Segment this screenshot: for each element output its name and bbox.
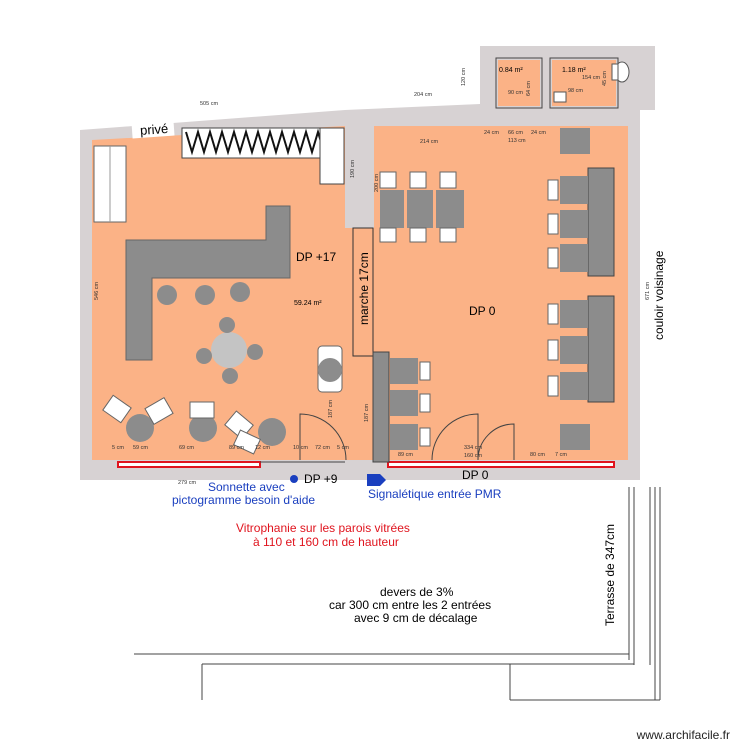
chair-d <box>222 368 238 384</box>
lounge-table-1 <box>126 414 154 442</box>
shelf-tall <box>319 127 345 185</box>
label-sonnette-2: pictogramme besoin d'aide <box>172 493 315 507</box>
label-dp17: DP +17 <box>296 250 336 264</box>
dim-120: 120 cm <box>461 68 467 86</box>
dim-45: 45 cm <box>602 71 608 86</box>
label-area-wc2: 1.18 m² <box>562 67 586 74</box>
left-room-furniture <box>93 127 345 455</box>
label-dp9: DP +9 <box>304 472 338 486</box>
label-couloir: couloir voisinage <box>652 250 666 340</box>
label-dp0-entry: DP 0 <box>462 468 489 482</box>
dim-24a: 24 cm <box>484 130 499 136</box>
label-prive: privé <box>140 121 169 138</box>
doors <box>299 413 515 461</box>
dim-671: 671 cm <box>645 282 651 300</box>
label-vitro-1: Vitrophanie sur les parois vitrées <box>236 521 410 535</box>
stool-2 <box>195 285 215 305</box>
label-devers-2: car 300 cm entre les 2 entrées <box>329 598 491 612</box>
label-area-wc1: 0.84 m² <box>499 67 523 74</box>
dim-279: 279 cm <box>178 480 196 486</box>
banquette-left <box>372 351 390 463</box>
dim-187b: 187 cm <box>364 404 370 422</box>
table-top-3 <box>436 190 464 228</box>
label-dp0-main: DP 0 <box>469 304 496 318</box>
label-sonnette-1: Sonnette avec <box>208 480 285 494</box>
dim-546: 546 cm <box>94 282 100 300</box>
chair-b <box>247 344 263 360</box>
watermark: www.archifacile.fr <box>636 728 730 742</box>
lounge-table-3 <box>258 418 286 446</box>
dim-7: 7 cm <box>555 452 567 458</box>
dim-154: 154 cm <box>582 75 600 81</box>
dim-24b: 24 cm <box>531 130 546 136</box>
dim-200: 200 cm <box>374 174 380 192</box>
label-devers-1: devers de 3% <box>380 585 454 599</box>
chair-c <box>196 348 212 364</box>
dim-214: 214 cm <box>420 139 438 145</box>
step-block <box>352 227 374 357</box>
dim-89b: 89 cm <box>398 452 413 458</box>
lounge-table-2 <box>189 414 217 442</box>
table-top-1 <box>380 190 404 228</box>
table-top-2 <box>407 190 433 228</box>
wc-block <box>495 57 630 109</box>
dim-190: 190 cm <box>350 160 356 178</box>
pmr-arrow-icon <box>367 474 386 486</box>
dimension-labels: 505 cm 204 cm 120 cm 214 cm 24 cm 66 cm … <box>94 68 651 486</box>
chair-a <box>219 317 235 333</box>
banquette-top <box>587 167 615 277</box>
banquette-mid <box>587 295 615 403</box>
dim-5a: 5 cm <box>112 445 124 451</box>
round-table <box>211 332 247 368</box>
dim-160: 160 cm <box>464 453 482 459</box>
glass-walls <box>117 461 615 468</box>
dim-12: 12 cm <box>255 445 270 451</box>
dim-505: 505 cm <box>200 101 218 107</box>
dim-10: 10 cm <box>293 445 308 451</box>
label-terrasse: Terrasse de 347cm <box>603 524 617 626</box>
dim-69: 69 cm <box>179 445 194 451</box>
plan-labels: privé DP +17 DP 0 DP 0 DP +9 marche 17cm… <box>131 67 666 626</box>
terrace-outline <box>134 487 661 701</box>
dim-187a: 187 cm <box>328 400 334 418</box>
dim-59: 59 cm <box>133 445 148 451</box>
dim-5b: 5 cm <box>337 445 349 451</box>
sink-icon <box>553 91 567 103</box>
blue-dot-icon <box>290 475 298 483</box>
label-area-main: 59.24 m² <box>294 300 322 307</box>
right-room-furniture <box>372 128 615 463</box>
stool-1 <box>157 285 177 305</box>
label-vitro-2: à 110 et 160 cm de hauteur <box>253 535 399 549</box>
dim-89: 89 cm <box>229 445 244 451</box>
dim-72: 72 cm <box>315 445 330 451</box>
dim-113: 113 cm <box>508 138 526 144</box>
label-devers-3: avec 9 cm de décalage <box>354 611 478 625</box>
dim-80: 80 cm <box>530 452 545 458</box>
dim-90: 90 cm <box>508 90 523 96</box>
label-pmr: Signalétique entrée PMR <box>368 487 502 501</box>
stool-3 <box>230 282 250 302</box>
label-marche: marche 17cm <box>357 252 371 325</box>
bar-counter <box>125 205 291 361</box>
dim-334: 334 cm <box>464 445 482 451</box>
dim-64: 64 cm <box>526 81 532 96</box>
dim-204: 204 cm <box>414 92 432 98</box>
floor-wc-small <box>498 60 540 106</box>
dim-98: 98 cm <box>568 88 583 94</box>
dim-66: 66 cm <box>508 130 523 136</box>
